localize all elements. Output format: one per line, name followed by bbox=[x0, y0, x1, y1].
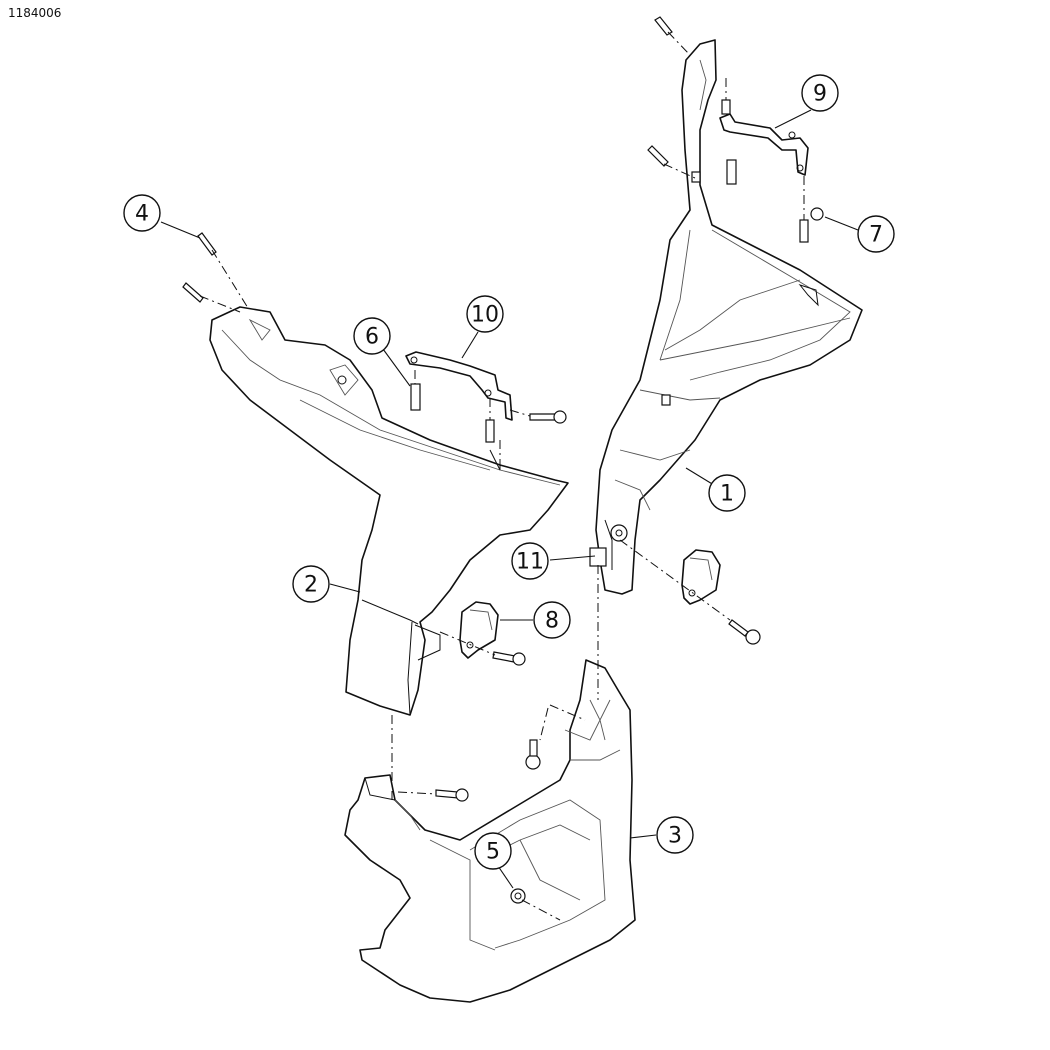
callout-5: 5 bbox=[474, 832, 512, 870]
callout-2: 2 bbox=[292, 565, 330, 603]
part-3-lower-panel bbox=[344, 659, 636, 1003]
part-1-right-panel bbox=[589, 39, 863, 595]
callout-9-label: 9 bbox=[813, 82, 827, 107]
callout-8: 8 bbox=[533, 601, 571, 639]
callout-6: 6 bbox=[353, 317, 391, 355]
leader-lines bbox=[160, 109, 859, 889]
callout-1: 1 bbox=[708, 474, 746, 512]
assembly-lines bbox=[199, 31, 805, 921]
callout-7: 7 bbox=[857, 215, 895, 253]
part-10-bracket bbox=[405, 351, 513, 421]
callout-9: 9 bbox=[801, 74, 839, 112]
callout-10-label: 10 bbox=[471, 303, 499, 328]
callout-3-label: 3 bbox=[668, 824, 682, 849]
callout-7-label: 7 bbox=[869, 223, 883, 248]
callout-1-label: 1 bbox=[720, 482, 734, 507]
callout-8-label: 8 bbox=[545, 609, 559, 634]
part-2-left-panel bbox=[209, 306, 569, 716]
callout-11: 11 bbox=[511, 542, 549, 580]
callout-2-label: 2 bbox=[304, 573, 318, 598]
callout-4: 4 bbox=[123, 194, 161, 232]
callout-5-label: 5 bbox=[486, 840, 500, 865]
callout-6-label: 6 bbox=[365, 325, 379, 350]
hardware bbox=[182, 16, 824, 904]
callout-11-label: 11 bbox=[516, 550, 544, 575]
part-9-bracket bbox=[719, 113, 809, 176]
callout-3: 3 bbox=[656, 816, 694, 854]
callout-10: 10 bbox=[466, 295, 504, 333]
document-id: 1184006 bbox=[8, 6, 62, 20]
callout-4-label: 4 bbox=[135, 202, 149, 227]
clip-right bbox=[681, 549, 721, 605]
part-8-clip bbox=[459, 601, 499, 659]
